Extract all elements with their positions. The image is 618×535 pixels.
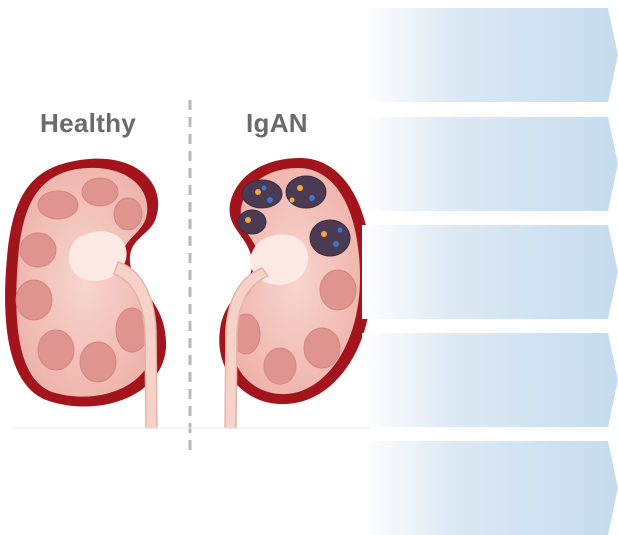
igan-kidney bbox=[219, 158, 372, 428]
banner-5 bbox=[362, 441, 618, 535]
banner-1 bbox=[362, 8, 618, 102]
banner-3 bbox=[362, 225, 618, 319]
healthy-kidney bbox=[5, 159, 166, 428]
banner-4 bbox=[362, 333, 618, 427]
banner-2 bbox=[362, 117, 618, 211]
banner-column bbox=[362, 8, 618, 535]
